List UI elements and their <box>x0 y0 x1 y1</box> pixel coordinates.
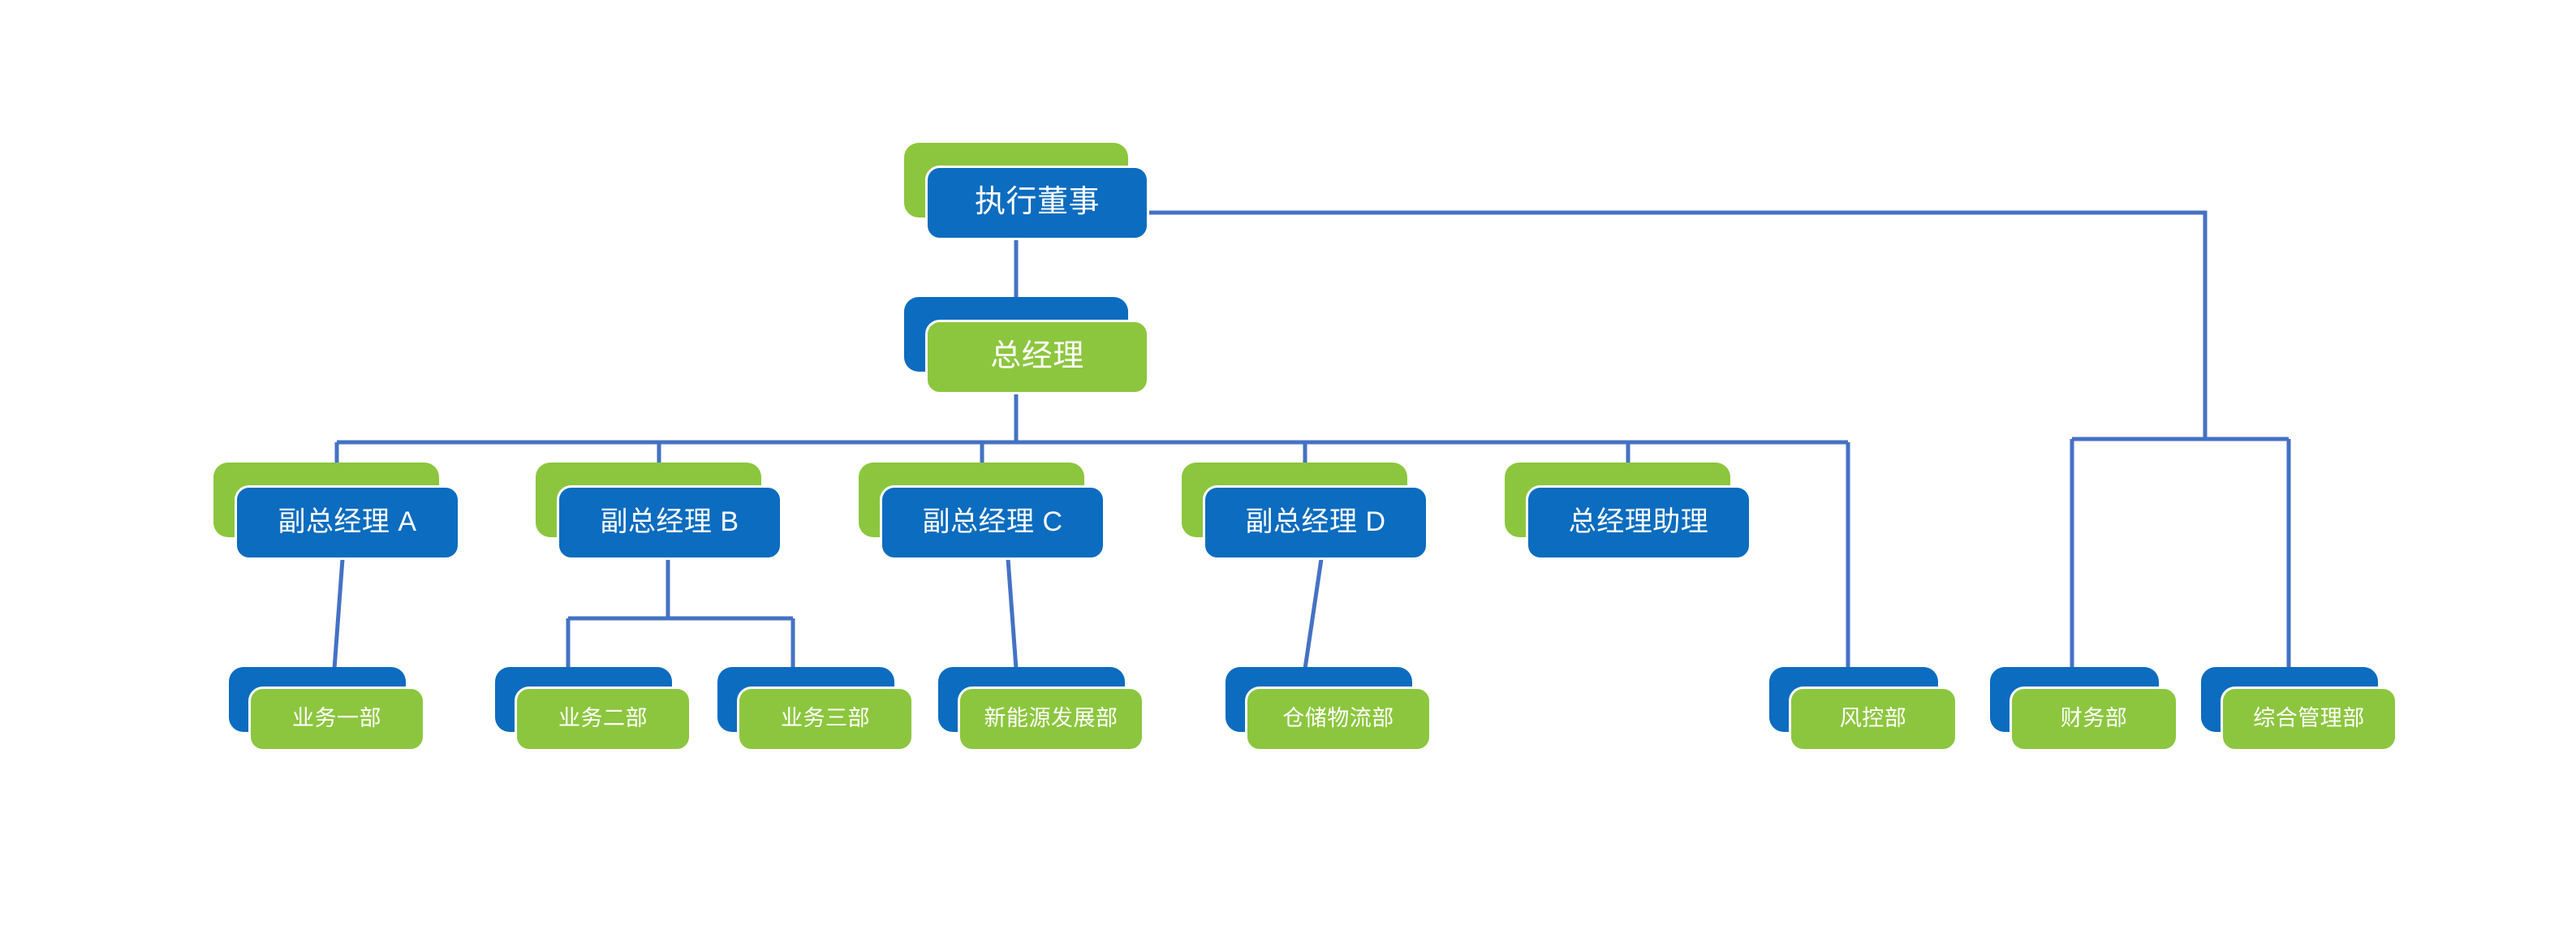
node-card[interactable]: 总经理助理 <box>1526 485 1751 560</box>
node-label: 总经理助理 <box>1568 506 1709 538</box>
node-label: 新能源发展部 <box>984 706 1118 731</box>
node-card[interactable]: 副总经理 A <box>235 485 460 560</box>
node-label: 风控部 <box>1839 706 1907 731</box>
node-label: 执行董事 <box>974 185 1100 220</box>
org-node-general-admin-dept[interactable]: 综合管理部 <box>2201 667 2397 751</box>
org-node-gm-assistant[interactable]: 总经理助理 <box>1505 463 1751 560</box>
node-label: 副总经理 B <box>600 506 739 538</box>
org-node-deputy-gm-a[interactable]: 副总经理 A <box>213 463 460 560</box>
node-label: 副总经理 C <box>922 506 1063 538</box>
node-card[interactable]: 执行董事 <box>925 166 1149 240</box>
org-node-finance-dept[interactable]: 财务部 <box>1990 667 2178 751</box>
node-label: 总经理 <box>990 339 1084 374</box>
node-card[interactable]: 副总经理 C <box>880 485 1105 560</box>
node-card[interactable]: 综合管理部 <box>2221 687 2397 751</box>
node-card[interactable]: 业务一部 <box>248 687 425 751</box>
org-node-business-dept-3[interactable]: 业务三部 <box>717 667 914 751</box>
node-card[interactable]: 仓储物流部 <box>1245 687 1432 751</box>
node-card[interactable]: 总经理 <box>925 320 1149 394</box>
org-node-warehouse-logistics-dept[interactable]: 仓储物流部 <box>1226 667 1432 751</box>
node-card[interactable]: 业务三部 <box>737 687 914 751</box>
node-label: 综合管理部 <box>2253 706 2365 731</box>
node-label: 业务三部 <box>781 706 870 731</box>
org-node-executive-director[interactable]: 执行董事 <box>904 143 1149 240</box>
org-node-deputy-gm-b[interactable]: 副总经理 B <box>536 463 782 560</box>
node-label: 仓储物流部 <box>1282 706 1394 731</box>
org-node-business-dept-2[interactable]: 业务二部 <box>495 667 691 751</box>
org-node-deputy-gm-d[interactable]: 副总经理 D <box>1182 463 1428 560</box>
node-card[interactable]: 财务部 <box>2010 687 2178 751</box>
org-node-new-energy-dept[interactable]: 新能源发展部 <box>938 667 1144 751</box>
node-label: 财务部 <box>2060 706 2128 731</box>
org-node-risk-control-dept[interactable]: 风控部 <box>1769 667 1958 751</box>
node-card[interactable]: 新能源发展部 <box>958 687 1144 751</box>
node-card[interactable]: 业务二部 <box>515 687 691 751</box>
node-label: 副总经理 A <box>278 506 417 538</box>
node-label: 业务二部 <box>558 706 648 731</box>
node-label: 副总经理 D <box>1245 506 1386 538</box>
org-node-general-manager[interactable]: 总经理 <box>904 297 1149 394</box>
node-card[interactable]: 副总经理 B <box>557 485 782 560</box>
node-card[interactable]: 风控部 <box>1789 687 1958 751</box>
node-label: 业务一部 <box>292 706 381 731</box>
org-node-deputy-gm-c[interactable]: 副总经理 C <box>859 463 1105 560</box>
node-card[interactable]: 副总经理 D <box>1203 485 1428 560</box>
org-node-business-dept-1[interactable]: 业务一部 <box>229 667 425 751</box>
